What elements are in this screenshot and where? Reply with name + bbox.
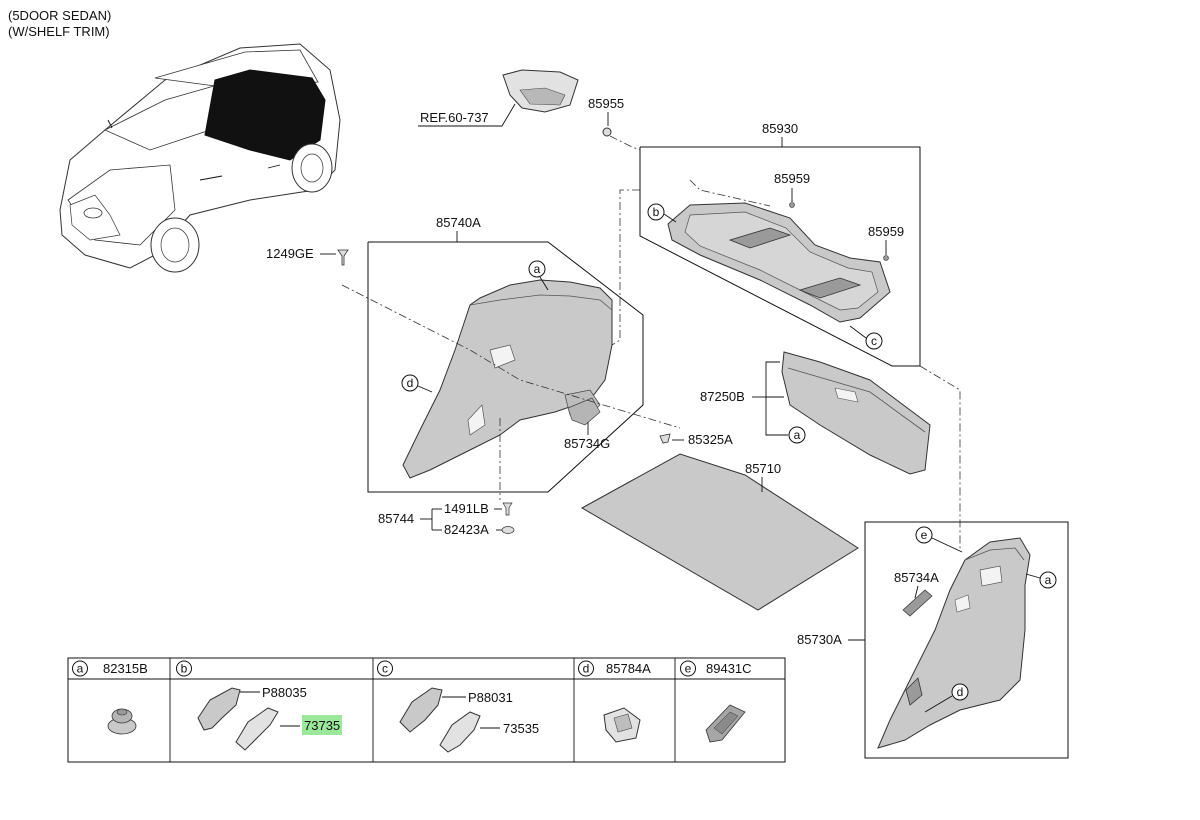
- legend-marker-a: [72, 660, 88, 677]
- header-line2: (W/SHELF TRIM): [8, 24, 110, 39]
- screw-1249GE-icon: [337, 249, 349, 266]
- marker-b-shelf: [647, 203, 665, 221]
- sill-trim-87250B: [781, 351, 931, 475]
- bracket-P88035-icon: [197, 687, 241, 731]
- luggage-mat-85710: [580, 453, 859, 611]
- label-87250B: 87250B: [700, 389, 745, 404]
- marker-a-right: [1039, 571, 1057, 589]
- legend-marker-e: [680, 660, 696, 677]
- marker-a-left: [528, 260, 546, 278]
- hook-89431C-icon: [705, 704, 746, 743]
- bracket-P88031-icon: [399, 687, 443, 733]
- svg-text:c: c: [871, 334, 877, 348]
- svg-text:e: e: [921, 528, 928, 542]
- label-1491LB: 1491LB: [444, 501, 489, 516]
- svg-text:a: a: [1045, 573, 1052, 587]
- svg-text:a: a: [794, 428, 801, 442]
- label-85959-right: 85959: [868, 224, 904, 239]
- label-85955: 85955: [588, 96, 624, 111]
- label-85734G: 85734G: [564, 436, 610, 451]
- label-1249GE: 1249GE: [266, 246, 314, 261]
- svg-text:b: b: [181, 662, 188, 676]
- label-82423A: 82423A: [444, 522, 489, 537]
- svg-text:d: d: [407, 376, 414, 390]
- car-illustration: [59, 43, 341, 273]
- label-85710: 85710: [745, 461, 781, 476]
- legend-code-85784A: 85784A: [606, 661, 651, 676]
- header-line1: (5DOOR SEDAN): [8, 8, 111, 23]
- legend-b-item-P88035: P88035: [262, 685, 307, 700]
- legend-marker-c: [377, 660, 393, 677]
- label-ref-60-737: REF.60-737: [420, 110, 489, 125]
- bracket-73535-icon: [439, 711, 481, 753]
- tailgate-reference: [502, 69, 579, 113]
- shelf-group-box: [639, 146, 921, 367]
- grommet-82315B-icon: [107, 708, 137, 735]
- marker-a-sill: [788, 426, 806, 444]
- svg-text:d: d: [957, 685, 964, 699]
- label-85325A: 85325A: [688, 432, 733, 447]
- legend-b-item-73735: 73735: [304, 718, 340, 733]
- pad-85734G: [567, 397, 601, 426]
- package-shelf-85930: [667, 202, 891, 323]
- legend-marker-d: [578, 660, 594, 677]
- legend-highlight-73735: [302, 715, 342, 735]
- legend-marker-b: [176, 660, 192, 677]
- svg-text:b: b: [653, 205, 660, 219]
- legend-code-82315B: 82315B: [103, 661, 148, 676]
- legend-c-item-P88031: P88031: [468, 690, 513, 705]
- clip-85325A-icon: [659, 433, 671, 444]
- left-trim-group-box: [367, 241, 644, 493]
- label-85730A: 85730A: [797, 632, 842, 647]
- label-85734A: 85734A: [894, 570, 939, 585]
- pad-85734A: [902, 589, 933, 617]
- marker-d-right: [951, 683, 969, 701]
- legend-code-89431C: 89431C: [706, 661, 752, 676]
- svg-text:a: a: [77, 662, 84, 676]
- legend-table: a 82315B b P88035 73735 c P88031 73535 d…: [67, 657, 786, 763]
- label-85959-top: 85959: [774, 171, 810, 186]
- highlighted-cargo-area: [204, 69, 326, 161]
- svg-text:e: e: [685, 662, 692, 676]
- right-quarter-trim-85730A: [877, 537, 1031, 749]
- svg-text:c: c: [382, 662, 388, 676]
- clip-85784A-icon: [603, 707, 641, 743]
- label-85930: 85930: [762, 121, 798, 136]
- label-85744: 85744: [378, 511, 414, 526]
- legend-c-item-73535: 73535: [503, 721, 539, 736]
- svg-text:d: d: [583, 662, 590, 676]
- label-85740A: 85740A: [436, 215, 481, 230]
- bracket-73735-icon: [235, 707, 279, 751]
- clip-85955-icon: [602, 127, 612, 137]
- svg-text:a: a: [534, 262, 541, 276]
- marker-d-left: [401, 374, 419, 392]
- marker-e-right: [915, 526, 933, 544]
- screw-1491LB-icon: [502, 502, 513, 516]
- washer-82423A-icon: [501, 526, 515, 534]
- marker-c-shelf: [865, 332, 883, 350]
